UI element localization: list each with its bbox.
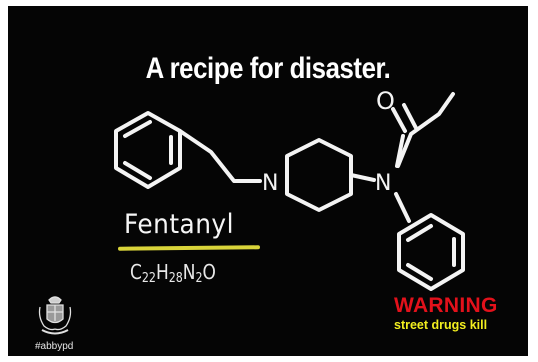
- warning-headline: WARNING: [394, 294, 498, 317]
- drug-name: Fentanyl: [124, 209, 234, 240]
- poster: A recipe for disaster.: [8, 6, 528, 356]
- chemical-formula: C22H28N2O: [130, 260, 216, 286]
- police-crest-icon: [38, 296, 72, 335]
- oxygen-atom-label: O: [376, 87, 395, 115]
- amide-nitrogen-label: N: [375, 171, 391, 196]
- fentanyl-structure: O N N: [114, 87, 465, 291]
- poster-title: A recipe for disaster.: [145, 52, 391, 85]
- phenyl-ring-lower: [397, 213, 465, 291]
- hashtag: #abbypd: [35, 341, 74, 352]
- propionyl-chain: [396, 92, 455, 168]
- piperidine-nitrogen-label: N: [262, 171, 278, 196]
- piperidine-ring: [285, 138, 353, 212]
- ethyl-chain: [178, 129, 262, 183]
- warning-tagline: street drugs kill: [394, 318, 488, 332]
